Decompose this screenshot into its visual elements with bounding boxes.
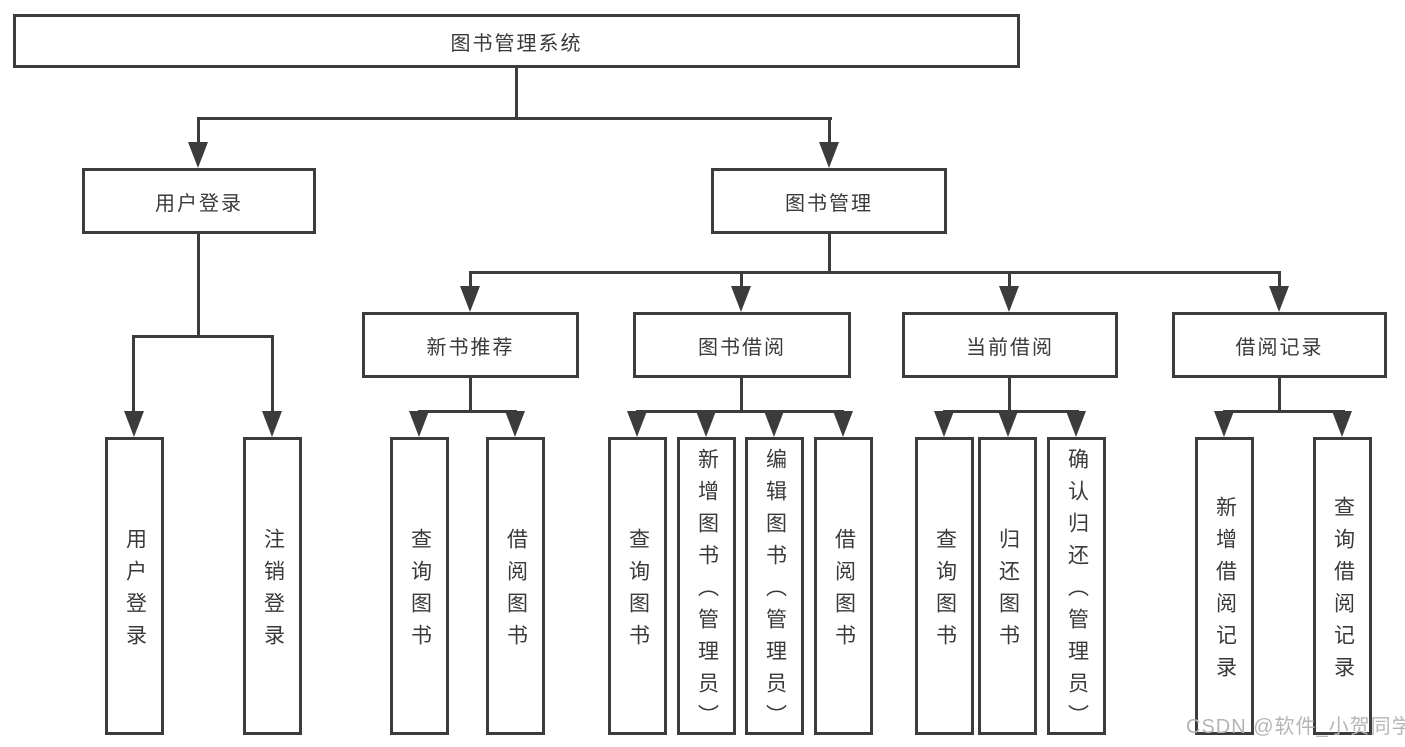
leaf-logout: 注销登录 (243, 437, 302, 735)
leaf-query-books-borrow: 查询图书 (608, 437, 667, 735)
connector-book-borrow-branch (636, 410, 844, 413)
arrow-down-icon (819, 142, 839, 168)
leaf-label: 用户登录 (123, 527, 147, 656)
node-book-management: 图书管理 (711, 168, 947, 234)
connector-root-branch (197, 117, 832, 120)
connector-drop-book-management (828, 117, 831, 145)
leaf-user-login: 用户登录 (105, 437, 164, 735)
leaf-borrow-books-recommend: 借阅图书 (486, 437, 545, 735)
leaf-label: 编辑图书（管理员） (763, 447, 787, 736)
connector-book-management-stem (828, 234, 831, 274)
arrow-down-icon (833, 411, 853, 437)
leaf-label: 借阅图书 (504, 527, 528, 656)
node-book-borrow: 图书借阅 (633, 312, 851, 378)
arrow-down-icon (1214, 411, 1234, 437)
node-root: 图书管理系统 (13, 14, 1020, 68)
arrow-down-icon (934, 411, 954, 437)
leaf-confirm-return-admin: 确认归还（管理员） (1047, 437, 1106, 736)
connector-borrow-records-branch (1223, 410, 1345, 413)
arrow-down-icon (262, 411, 282, 437)
node-current-borrow: 当前借阅 (902, 312, 1118, 378)
connector-new-book-stem (469, 378, 472, 413)
node-user-login: 用户登录 (82, 168, 316, 234)
arrow-down-icon (409, 411, 429, 437)
leaf-query-borrow-record: 查询借阅记录 (1313, 437, 1372, 735)
connector-drop-level3 (1008, 271, 1011, 288)
connector-drop-leaf (132, 335, 135, 413)
leaf-query-books-recommend: 查询图书 (390, 437, 449, 735)
leaf-label: 查询图书 (933, 527, 957, 656)
connector-book-management-branch (469, 271, 1281, 274)
leaf-label: 查询图书 (626, 527, 650, 656)
node-label: 图书管理系统 (450, 32, 583, 55)
arrow-down-icon (764, 411, 784, 437)
connector-drop-user-login (197, 117, 200, 145)
leaf-add-borrow-record: 新增借阅记录 (1195, 437, 1254, 735)
leaf-edit-books-admin: 编辑图书（管理员） (745, 437, 804, 736)
arrow-down-icon (1332, 411, 1352, 437)
arrow-down-icon (998, 411, 1018, 437)
node-label: 图书借阅 (698, 336, 786, 359)
connector-user-login-branch (132, 335, 274, 338)
node-label: 图书管理 (785, 192, 873, 215)
arrow-down-icon (696, 411, 716, 437)
connector-drop-level3 (1278, 271, 1281, 288)
leaf-label: 归还图书 (996, 527, 1020, 656)
leaf-return-books: 归还图书 (978, 437, 1037, 735)
leaf-label: 新增图书（管理员） (695, 447, 719, 736)
node-borrow-records: 借阅记录 (1172, 312, 1387, 378)
node-label: 新书推荐 (426, 336, 515, 359)
connector-drop-level3 (740, 271, 743, 288)
connector-root-stem (515, 68, 518, 119)
arrow-down-icon (188, 142, 208, 168)
node-label: 用户登录 (155, 192, 243, 215)
arrow-down-icon (731, 286, 751, 312)
arrow-down-icon (627, 411, 647, 437)
node-label: 当前借阅 (966, 336, 1054, 359)
connector-user-login-stem (197, 234, 200, 338)
arrow-down-icon (1269, 286, 1289, 312)
connector-drop-level3 (469, 271, 472, 288)
arrow-down-icon (124, 411, 144, 437)
leaf-add-books-admin: 新增图书（管理员） (677, 437, 736, 736)
arrow-down-icon (505, 411, 525, 437)
connector-current-borrow-stem (1008, 378, 1011, 413)
arrow-down-icon (460, 286, 480, 312)
leaf-query-books-current: 查询图书 (915, 437, 974, 735)
arrow-down-icon (999, 286, 1019, 312)
leaf-label: 确认归还（管理员） (1065, 447, 1089, 736)
node-label: 借阅记录 (1235, 336, 1324, 359)
leaf-label: 借阅图书 (832, 527, 856, 656)
connector-new-book-branch (418, 410, 517, 413)
connector-borrow-records-stem (1278, 378, 1281, 413)
leaf-label: 查询图书 (408, 527, 432, 656)
leaf-label: 新增借阅记录 (1213, 495, 1237, 688)
connector-drop-leaf (271, 335, 274, 413)
csdn-watermark: CSDN @软件_小贺同学 (1186, 716, 1405, 738)
connector-book-borrow-stem (740, 378, 743, 413)
arrow-down-icon (1066, 411, 1086, 437)
leaf-label: 注销登录 (261, 527, 285, 656)
leaf-borrow-books: 借阅图书 (814, 437, 873, 735)
node-new-book-recommend: 新书推荐 (362, 312, 579, 378)
leaf-label: 查询借阅记录 (1331, 495, 1355, 688)
